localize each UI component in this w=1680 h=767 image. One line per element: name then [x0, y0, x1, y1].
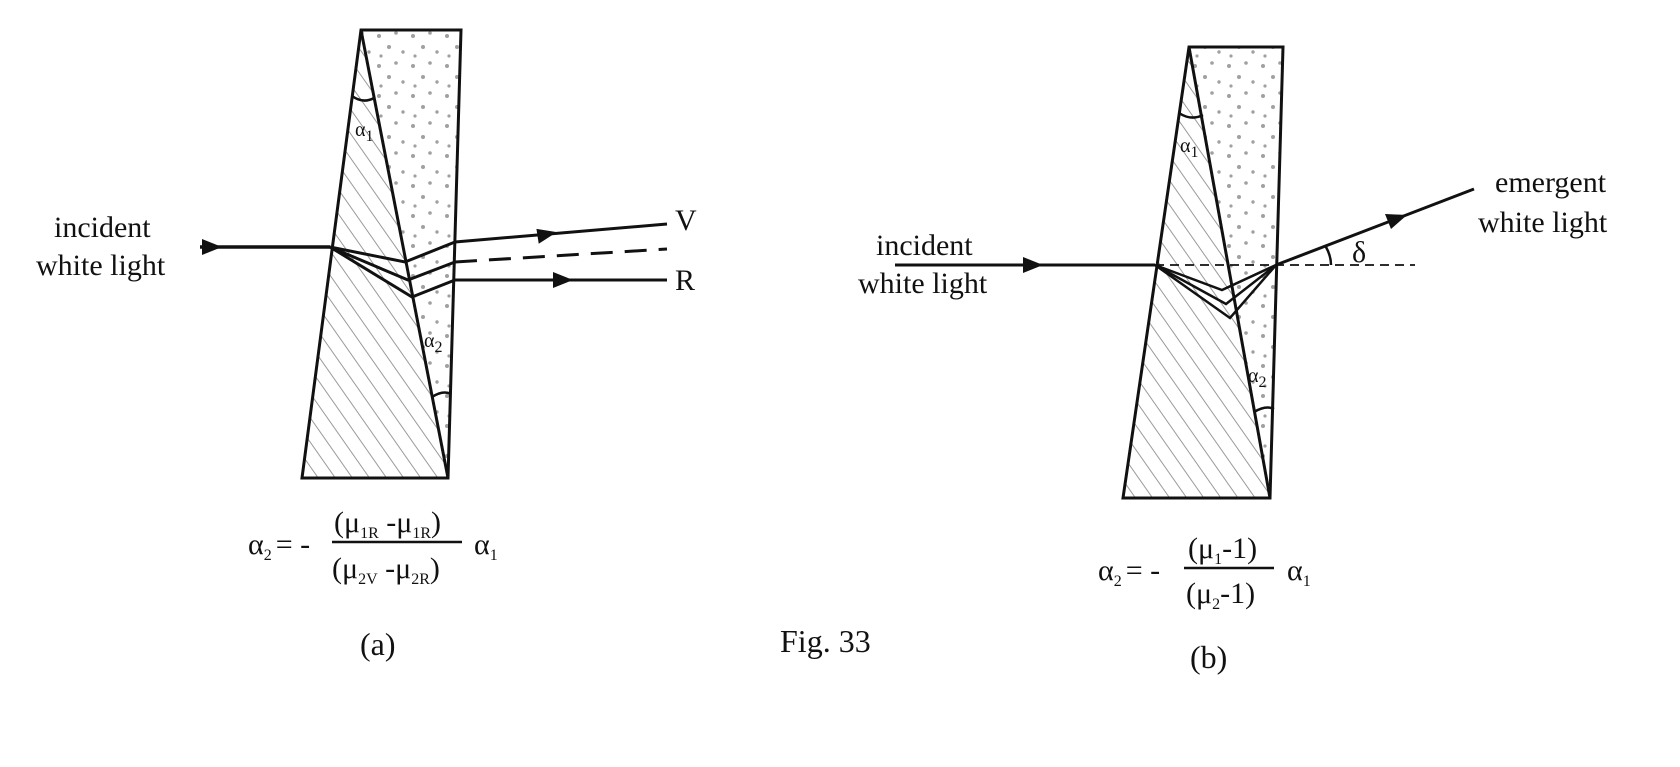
- emergent-label-line1: emergent: [1495, 166, 1607, 199]
- formula-b-rhs: α1: [1287, 554, 1311, 590]
- formula-a-lhs: α2= -: [248, 528, 310, 564]
- red-arrow-a: [553, 272, 573, 288]
- formula-b-numerator: (μ1-1): [1188, 532, 1257, 568]
- violet-arrow-a: [536, 228, 557, 244]
- formula-b-lhs: α2= -: [1098, 554, 1160, 590]
- prism-b-interface: [1187, 46, 1272, 499]
- prism-a-lower-hatched: [302, 30, 448, 478]
- emergent-label-line2: white light: [1478, 206, 1608, 239]
- alpha2-arc-b: [1253, 406, 1275, 414]
- caption-b: (b): [1190, 639, 1227, 675]
- incident-label-a-line1: incident: [54, 211, 151, 244]
- formula-a-denominator: (μ2V -μ2R): [332, 552, 440, 588]
- figure-title: Fig. 33: [780, 623, 871, 659]
- violet-ray-inside-a: [329, 240, 456, 264]
- caption-a: (a): [360, 626, 396, 662]
- r-label: R: [675, 264, 695, 297]
- emergent-ray-b: [1275, 187, 1475, 267]
- violet-ray-out-a: [454, 222, 668, 244]
- prism-b-upper-dotted: [1189, 47, 1283, 498]
- figure-b: incident white light emergent white ligh…: [858, 45, 1608, 675]
- alpha2-label-b: α2: [1248, 365, 1266, 391]
- incident-arrow-a: [202, 239, 222, 255]
- formula-a-numerator: (μ1R -μ1R): [334, 506, 441, 542]
- figure-a: incident white light V R α1 α2 α2= - (μ1…: [36, 28, 697, 662]
- prism-b-lower-hatched: [1123, 47, 1270, 498]
- delta-arc: [1324, 246, 1333, 266]
- alpha1-arc-b: [1178, 111, 1204, 119]
- middle-ray-inside-a: [329, 245, 456, 282]
- mean-ray-dashed-a: [454, 247, 668, 264]
- delta-label: δ: [1352, 236, 1366, 269]
- alpha1-arc-a: [351, 94, 375, 102]
- prism-a-interface: [359, 29, 450, 479]
- prism-a-upper-dotted: [361, 30, 461, 478]
- emergent-arrow-b: [1385, 214, 1407, 229]
- formula-a-rhs: α1: [474, 528, 498, 564]
- formula-a: α2= - (μ1R -μ1R) (μ2V -μ2R) α1: [248, 506, 498, 588]
- v-label: V: [675, 204, 697, 237]
- alpha2-arc-a: [431, 391, 452, 399]
- ray-inside-b-2: [1154, 263, 1277, 306]
- incident-label-a-line2: white light: [36, 249, 166, 282]
- incident-arrow-b: [1023, 257, 1043, 273]
- incident-label-b-line1: incident: [876, 229, 973, 262]
- formula-b-denominator: (μ2-1): [1186, 577, 1255, 613]
- alpha1-label-a: α1: [355, 119, 373, 145]
- ray-inside-b-1: [1154, 263, 1277, 292]
- alpha1-label-b: α1: [1180, 135, 1198, 161]
- incident-label-b-line2: white light: [858, 267, 988, 300]
- alpha2-label-a: α2: [424, 330, 442, 356]
- formula-b: α2= - (μ1-1) (μ2-1) α1: [1098, 532, 1311, 613]
- ray-inside-b-3: [1154, 263, 1277, 320]
- red-ray-inside-a: [329, 245, 456, 299]
